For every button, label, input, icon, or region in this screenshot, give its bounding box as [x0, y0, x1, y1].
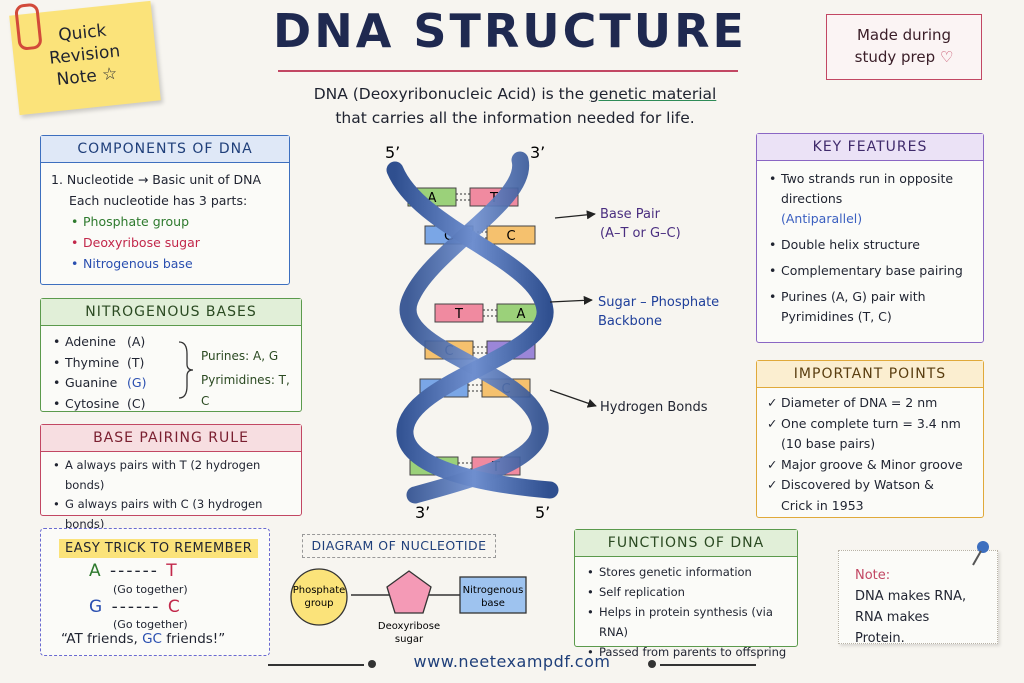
key-features-box: KEY FEATURES Two strands run in opposite…	[756, 133, 984, 343]
brace-icon	[178, 341, 194, 399]
svg-text:Phosphate: Phosphate	[293, 585, 346, 596]
note-title: Note:	[855, 568, 891, 583]
nitrogenous-bases-box: NITROGENOUS BASES Adenine(A)Thymine(T)Gu…	[40, 298, 302, 415]
svg-text:base: base	[481, 598, 505, 609]
pairing-title: BASE PAIRING RULE	[41, 425, 301, 452]
label-5-top: 5’	[385, 143, 400, 162]
point-item: One complete turn = 3.4 nm(10 base pairs…	[767, 414, 973, 455]
nucleotide-diagram: Phosphate group Deoxyribose sugar Nitrog…	[290, 568, 527, 645]
base-item-1: Thymine(T)	[51, 353, 291, 374]
important-points-box: IMPORTANT POINTS Diameter of DNA = 2 nm …	[756, 360, 984, 518]
svg-text:A: A	[428, 191, 437, 206]
helix-strand-2	[399, 151, 549, 504]
easy-trick-box: EASY TRICK TO REMEMBER A ------ T (Go to…	[40, 528, 270, 656]
pairing-item-0: A always pairs with T (2 hydrogen bonds)	[51, 456, 291, 495]
intro-text: DNA (Deoxyribonucleic Acid) is the genet…	[313, 85, 717, 127]
function-item-2: Helps in protein synthesis (via RNA)	[585, 602, 787, 642]
label-hydrogen-bonds: Hydrogen Bonds	[600, 400, 708, 415]
arrow-hydrogen-bonds	[549, 389, 597, 408]
heart-icon: ♡	[939, 48, 954, 66]
points-title: IMPORTANT POINTS	[757, 361, 983, 388]
pushpin-icon	[972, 541, 989, 566]
component-part-0: Phosphate group	[69, 211, 279, 232]
components-line-2: Each nucleotide has 3 parts:	[69, 193, 248, 208]
nucleotide-diagram-title: DIAGRAM OF NUCLEOTIDE	[302, 534, 496, 558]
svg-text:C: C	[506, 229, 515, 244]
note-line-1: DNA makes RNA,	[855, 589, 967, 604]
arrow-base-pair	[554, 210, 596, 220]
trick-together-2: (Go together)	[113, 618, 188, 631]
svg-text:A: A	[517, 307, 526, 322]
point-item: Diameter of DNA = 2 nm	[767, 393, 973, 414]
helix-strand-1	[386, 161, 559, 499]
feature-item: Double helix structure	[767, 235, 973, 255]
phosphate-circle	[290, 568, 348, 626]
title-underline	[278, 70, 738, 72]
page-title: DNA STRUCTURE	[273, 4, 747, 58]
base-item-2: Guanine(G)	[51, 373, 291, 394]
paperclip-icon	[14, 2, 43, 51]
point-item: Major groove & Minor groove	[767, 455, 973, 476]
note-line-2: RNA makes Protein.	[855, 610, 930, 646]
function-item-1: Self replication	[585, 582, 787, 602]
trick-friends-line: “AT friends, GC friends!”	[61, 631, 226, 647]
components-box: COMPONENTS OF DNA 1. Nucleotide → Basic …	[40, 135, 290, 285]
label-base-pair: Base Pair(A–T or G–C)	[600, 207, 681, 241]
label-3-bottom: 3’	[415, 503, 430, 522]
svg-text:group: group	[304, 598, 333, 609]
component-part-1: Deoxyribose sugar	[69, 232, 279, 253]
intro-highlight: genetic material	[589, 85, 717, 103]
base-item-3: Cytosine(C)	[51, 394, 291, 415]
base-rectangle	[459, 576, 527, 614]
features-title: KEY FEATURES	[757, 134, 983, 161]
note-card: Note: DNA makes RNA, RNA makes Protein.	[838, 541, 998, 646]
components-title: COMPONENTS OF DNA	[41, 136, 289, 163]
sugar-pentagon	[386, 570, 432, 614]
functions-title: FUNCTIONS OF DNA	[575, 530, 797, 557]
made-line-2: study prep ♡	[854, 48, 954, 66]
made-line-1: Made during	[856, 26, 952, 44]
label-5-bottom: 5’	[535, 503, 550, 522]
footer-dot-left	[368, 660, 376, 668]
feature-item: Complementary base pairing	[767, 261, 973, 281]
base-pairing-box: BASE PAIRING RULE A always pairs with T …	[40, 424, 302, 553]
label-3-top: 3’	[530, 143, 545, 162]
svg-text:sugar: sugar	[395, 634, 424, 645]
purines-label: Purines: A, G	[201, 349, 279, 363]
trick-title: EASY TRICK TO REMEMBER	[59, 539, 259, 558]
trick-at-row: A ------ T	[89, 561, 179, 581]
components-line-1: 1. Nucleotide → Basic unit of DNA	[51, 172, 262, 187]
trick-gc-row: G ------ C	[89, 597, 182, 617]
pairing-item-1: G always pairs with C (3 hydrogen bonds)	[51, 495, 291, 534]
footer-dot-right	[648, 660, 656, 668]
trick-together-1: (Go together)	[113, 583, 188, 596]
footer-line-right	[660, 664, 756, 666]
functions-box: FUNCTIONS OF DNA Stores genetic informat…	[574, 529, 798, 662]
bases-title: NITROGENOUS BASES	[41, 299, 301, 326]
footer-line-left	[268, 664, 364, 666]
quick-revision-sticky-note: Quick Revision Note ☆	[9, 0, 161, 116]
svg-text:Nitrogenous: Nitrogenous	[463, 585, 524, 596]
feature-item: Purines (A, G) pair with Pyrimidines (T,…	[767, 287, 973, 327]
svg-text:G: G	[444, 229, 454, 244]
svg-text:Deoxyribose: Deoxyribose	[378, 621, 440, 632]
point-item: Discovered by Watson &Crick in 1953	[767, 475, 973, 516]
arrow-backbone	[549, 295, 593, 305]
base-item-0: Adenine(A)	[51, 332, 291, 353]
component-part-2: Nitrogenous base	[69, 253, 279, 274]
star-icon: ☆	[101, 63, 119, 86]
svg-text:T: T	[454, 307, 463, 322]
function-item-3: Passed from parents to offspring	[585, 642, 787, 662]
made-during-tag: Made during study prep ♡	[826, 14, 982, 80]
function-item-0: Stores genetic information	[585, 562, 787, 582]
pyrimidines-label: Pyrimidines: T, C	[201, 373, 290, 408]
footer-link[interactable]: www.neetexampdf.com	[413, 652, 611, 671]
feature-item: Two strands run in opposite directions (…	[767, 169, 973, 229]
